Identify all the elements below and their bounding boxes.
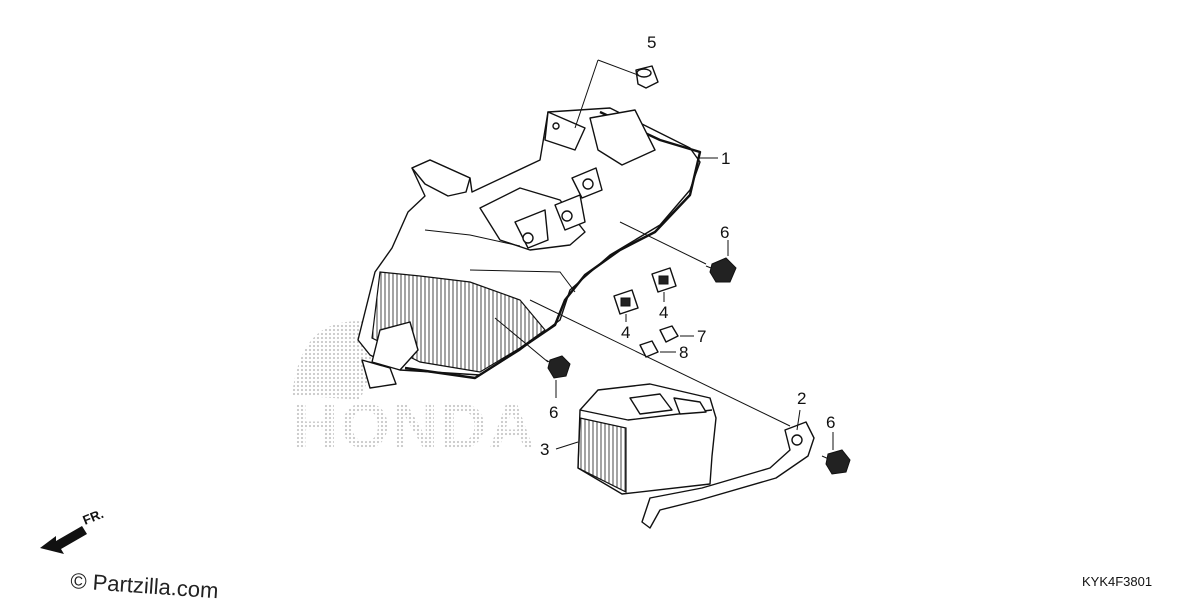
copyright-text: © Partzilla.com [70,568,220,600]
front-arrow-icon [40,526,87,554]
callout-8: 8 [679,343,688,362]
callout-1: 1 [721,149,730,168]
part-3-battery [577,383,717,495]
callout-5: 5 [647,33,656,52]
part-4-clip-nut-left [613,289,639,315]
honda-watermark-text: HONDA [292,390,537,462]
callout-4-left: 4 [621,323,630,342]
callout-3: 3 [540,440,549,459]
callouts: 5 1 6 4 4 7 8 6 2 6 3 [540,33,835,459]
callout-7: 7 [697,327,706,346]
leader-lines [494,59,834,450]
callout-2: 2 [797,389,806,408]
callout-6-middle: 6 [549,403,558,422]
part-4-clip-nut-right [651,267,677,293]
diagram-code: KYK4F3801 [1082,574,1152,589]
callout-6-right: 6 [826,413,835,432]
front-direction-indicator: FR. [40,506,106,554]
part-6-bolt-middle [545,355,571,379]
part-5-grommet [635,65,659,89]
part-2-battery-band [641,421,815,529]
front-direction-label: FR. [81,506,106,528]
part-6-bolt-upper [705,257,737,283]
part-8-clip [639,340,659,358]
callout-6-upper: 6 [720,223,729,242]
part-7-clip [659,325,679,343]
part-6-bolt-right [821,449,851,475]
part-1-rear-inner-fender [357,107,702,389]
callout-4-right: 4 [659,303,668,322]
